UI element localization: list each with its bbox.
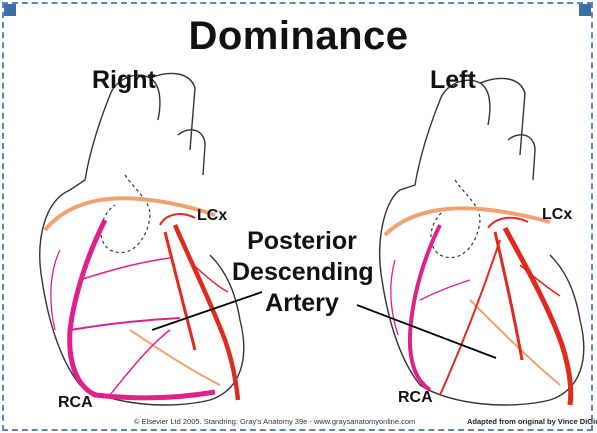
slide-title: Dominance: [0, 14, 597, 59]
rca-vessel: [410, 225, 440, 390]
rca-branch: [80, 258, 170, 280]
pda-label-line3: Artery: [232, 288, 372, 319]
lcx-label-right: LCx: [197, 207, 227, 225]
right-dominant-heart: [40, 73, 244, 405]
copyright-credit: © Elsevier Ltd 2005. Standring: Gray's A…: [134, 417, 415, 426]
posterior-descending-artery-label: Posterior Descending Artery: [232, 226, 372, 319]
lcx-branch: [440, 240, 500, 395]
lcx-branch: [190, 262, 228, 292]
left-dominant-heart: [380, 78, 584, 405]
pda-label-line1: Posterior: [232, 226, 372, 257]
rca-branch: [420, 280, 470, 300]
rca-branch: [70, 318, 180, 330]
rca-branch: [110, 330, 170, 395]
rca-label-left: RCA: [398, 389, 433, 407]
rca-branch: [51, 250, 60, 330]
rca-label-right: RCA: [58, 394, 93, 412]
heading-right-dominance: Right: [92, 66, 156, 95]
orange-vessel: [130, 330, 220, 385]
dashed-outline: [101, 175, 150, 253]
orange-vessel: [45, 198, 215, 230]
pda-label-line2: Descending: [232, 257, 372, 288]
lcx-label-left: LCx: [542, 206, 572, 224]
adaptation-credit: Adapted from original by Vince DiGiul: [467, 417, 597, 426]
lcx-branch: [165, 232, 195, 350]
lcx-branch: [160, 214, 195, 225]
heading-left-dominance: Left: [430, 66, 476, 95]
pda-pointer-line-left: [357, 305, 496, 358]
dashed-outline: [431, 180, 480, 258]
lcx-branch: [488, 218, 528, 228]
